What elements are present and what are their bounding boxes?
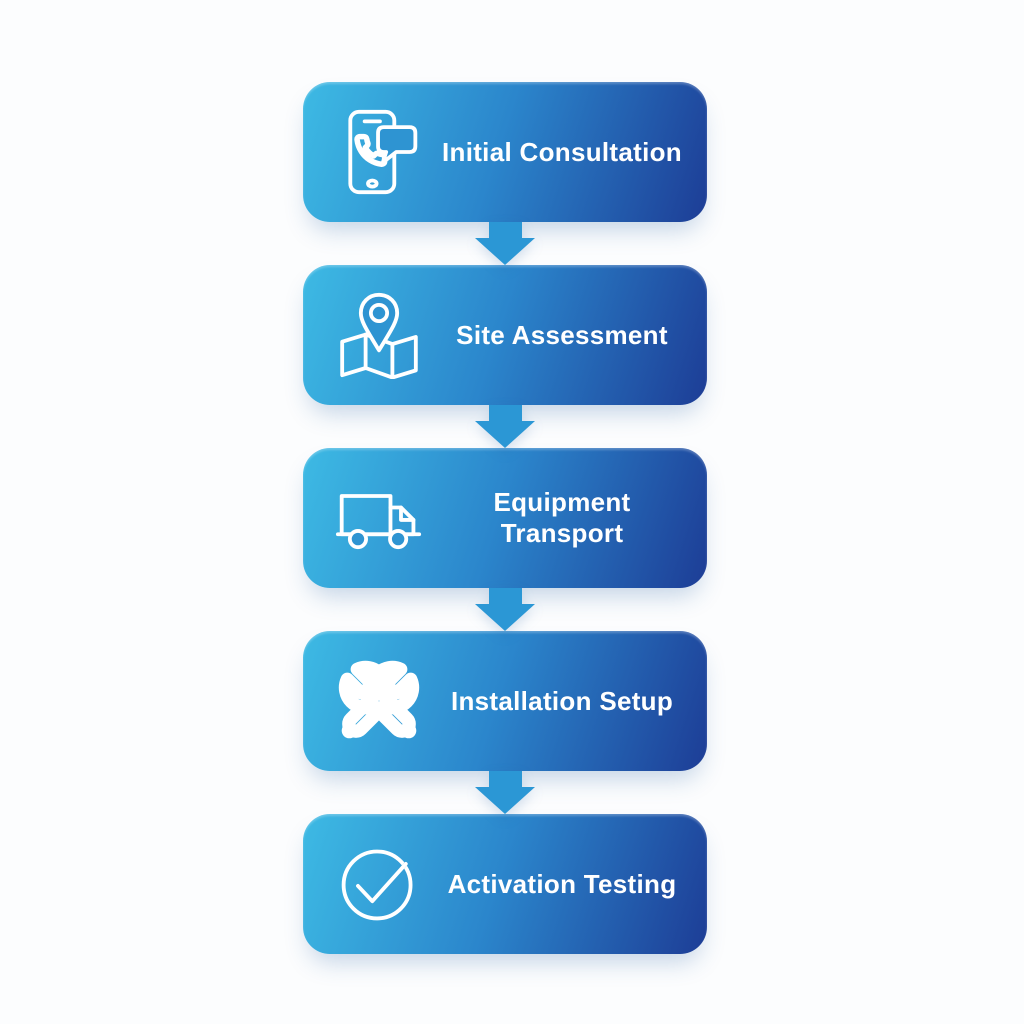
flow-step-equipment-transport: Equipment Transport	[303, 448, 707, 588]
phone-chat-icon	[329, 108, 429, 196]
map-pin-icon	[329, 291, 429, 379]
down-arrow-connector	[303, 588, 707, 631]
flow-column: Initial Consultation Site Assessment	[303, 82, 707, 954]
down-arrow-connector	[303, 405, 707, 448]
step-label: Activation Testing	[447, 868, 677, 899]
check-circle-icon	[329, 840, 429, 928]
step-label: Site Assessment	[456, 319, 668, 350]
step-label: Installation Setup	[450, 685, 674, 716]
down-arrow-connector	[303, 222, 707, 265]
arrow-stem	[488, 588, 522, 604]
arrow-stem	[488, 771, 522, 787]
delivery-truck-icon	[329, 474, 429, 562]
crossed-wrenches-icon	[329, 657, 429, 745]
arrow-stem	[488, 222, 522, 238]
flow-step-initial-consultation: Initial Consultation	[303, 82, 707, 222]
arrow-head-icon	[475, 421, 535, 448]
down-arrow-connector	[303, 771, 707, 814]
arrow-head-icon	[475, 238, 535, 265]
flow-step-installation-setup: Installation Setup	[303, 631, 707, 771]
arrow-stem	[488, 405, 522, 421]
flow-step-activation-testing: Activation Testing	[303, 814, 707, 954]
step-label: Initial Consultation	[442, 136, 682, 167]
flow-step-site-assessment: Site Assessment	[303, 265, 707, 405]
step-label: Equipment Transport	[493, 487, 631, 548]
arrow-head-icon	[475, 787, 535, 814]
arrow-head-icon	[475, 604, 535, 631]
